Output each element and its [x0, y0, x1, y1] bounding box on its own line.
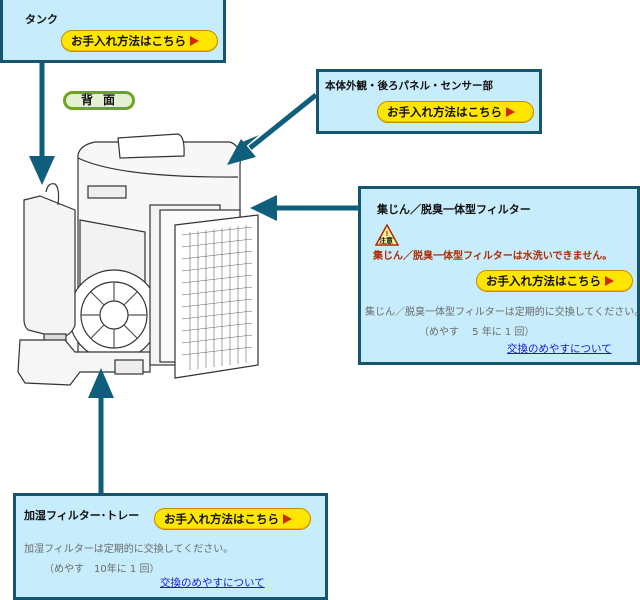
dust-filter-replacement-link[interactable]: 交換のめやすについて: [507, 343, 612, 355]
play-triangle-icon: [506, 107, 515, 117]
caution-icon-label: 注意: [379, 237, 393, 245]
play-triangle-icon: [190, 36, 199, 46]
arrow-body-panel: [227, 93, 318, 165]
care-button-label: お手入れ方法はこちら: [486, 274, 601, 288]
care-button-label: お手入れ方法はこちら: [164, 512, 279, 526]
dust-filter-warning: 集じん／脱臭一体型フィルターは水洗いできません。: [373, 251, 613, 262]
air-purifier-drawing: [17, 133, 259, 386]
arrow-humidify-filter: [88, 368, 114, 493]
grid-pattern: [181, 225, 253, 370]
arrow-tank: [29, 63, 55, 185]
humidify-filter-box: 加湿フィルター･トレー お手入れ方法はこちら 加湿フィルターは定期的に交換してく…: [13, 493, 328, 600]
tank-title: タンク: [25, 13, 58, 26]
humidify-filter-title: 加湿フィルター･トレー: [24, 509, 140, 522]
humidify-filter-replacement-link[interactable]: 交換のめやすについて: [160, 577, 265, 589]
tank-box: タンク お手入れ方法はこちら: [0, 0, 226, 63]
dust-filter-care-button[interactable]: お手入れ方法はこちら: [476, 270, 633, 292]
dust-filter-interval: （めやす 5 年に 1 回）: [419, 327, 535, 338]
body-panel-care-button[interactable]: お手入れ方法はこちら: [377, 101, 534, 123]
dust-filter-title: 集じん／脱臭一体型フィルター: [377, 203, 531, 216]
dust-filter-note: 集じん／脱臭一体型フィルターは定期的に交換してください。: [365, 307, 640, 318]
tank-care-button[interactable]: お手入れ方法はこちら: [61, 30, 218, 52]
humidify-filter-interval: （めやす 10年に 1 回）: [44, 564, 160, 575]
body-panel-title: 本体外観・後ろパネル・センサー部: [325, 80, 493, 92]
humidify-filter-care-button[interactable]: お手入れ方法はこちら: [154, 508, 311, 530]
body-panel-box: 本体外観・後ろパネル・センサー部 お手入れ方法はこちら: [316, 69, 542, 134]
humidify-filter-note: 加湿フィルターは定期的に交換してください。: [24, 544, 234, 555]
play-triangle-icon: [283, 514, 292, 524]
caution-icon: ! 注意: [374, 223, 400, 246]
care-button-label: お手入れ方法はこちら: [387, 105, 502, 119]
arrow-dust-filter: [250, 195, 358, 221]
play-triangle-icon: [605, 276, 614, 286]
dust-filter-box: 集じん／脱臭一体型フィルター ! 注意 集じん／脱臭一体型フィルターは水洗いでき…: [358, 186, 640, 365]
care-button-label: お手入れ方法はこちら: [71, 34, 186, 48]
svg-text:!: !: [385, 230, 388, 238]
back-view-label: 背面: [63, 91, 135, 110]
